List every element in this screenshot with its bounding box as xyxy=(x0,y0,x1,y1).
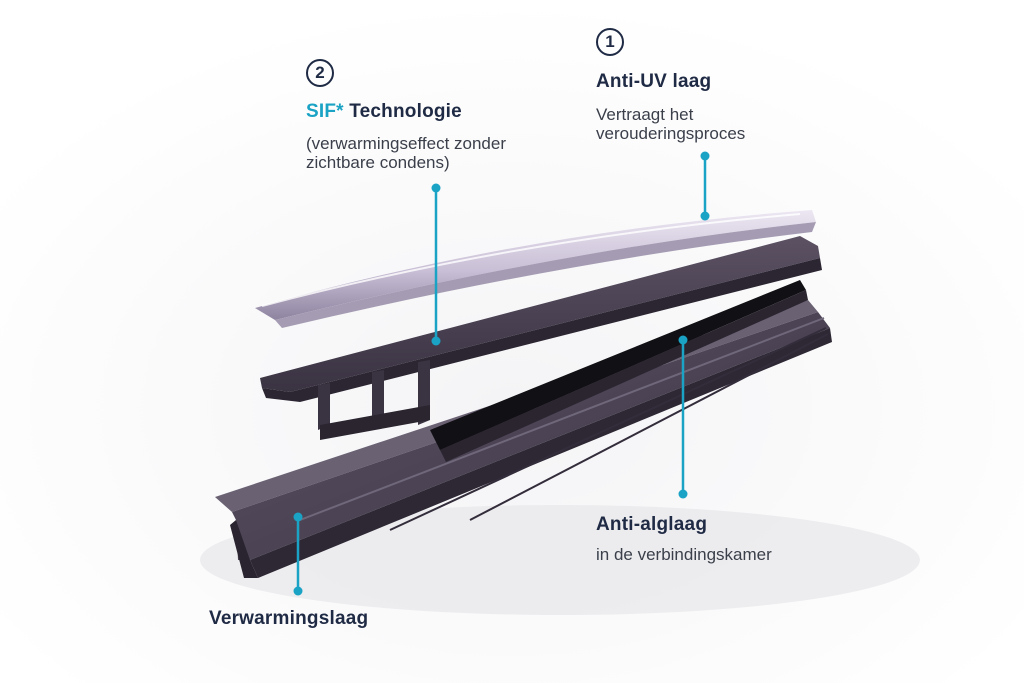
uv-number: 1 xyxy=(605,32,615,51)
middle-profile xyxy=(260,236,822,440)
uv-desc-line2: verouderingsproces xyxy=(596,124,746,143)
heat-title: Verwarmingslaag xyxy=(209,608,369,629)
sif-desc-line2: zichtbare condens) xyxy=(306,153,450,172)
sif-number-badge: 2 xyxy=(306,59,334,87)
uv-desc-line1: Vertraagt het xyxy=(596,105,694,124)
sif-title: SIF* Technologie xyxy=(306,101,462,123)
connection-chamber xyxy=(430,280,808,462)
dot-heat-top xyxy=(293,512,303,522)
uv-title: Anti-UV laag xyxy=(596,71,712,92)
dot-uv-top xyxy=(700,151,710,161)
floor-shadow xyxy=(200,505,920,615)
alg-title: Anti-alglaag xyxy=(596,514,708,535)
alg-desc: in de verbindingskamer xyxy=(596,545,772,564)
dot-alg-top xyxy=(678,335,688,345)
dot-sif-bottom xyxy=(431,336,441,346)
dot-alg-bottom xyxy=(678,489,688,499)
dot-heat-bottom xyxy=(293,586,303,596)
uv-cover xyxy=(255,210,816,328)
sif-title-rest: Technologie xyxy=(343,101,462,122)
dot-uv-bottom xyxy=(700,211,710,221)
sif-title-star: SIF* xyxy=(306,101,344,122)
leader-lines xyxy=(293,151,710,596)
sif-number: 2 xyxy=(315,63,325,82)
sif-desc-line1: (verwarmingseffect zonder xyxy=(306,134,506,153)
uv-number-badge: 1 xyxy=(596,28,624,56)
dot-sif-top xyxy=(431,183,441,193)
